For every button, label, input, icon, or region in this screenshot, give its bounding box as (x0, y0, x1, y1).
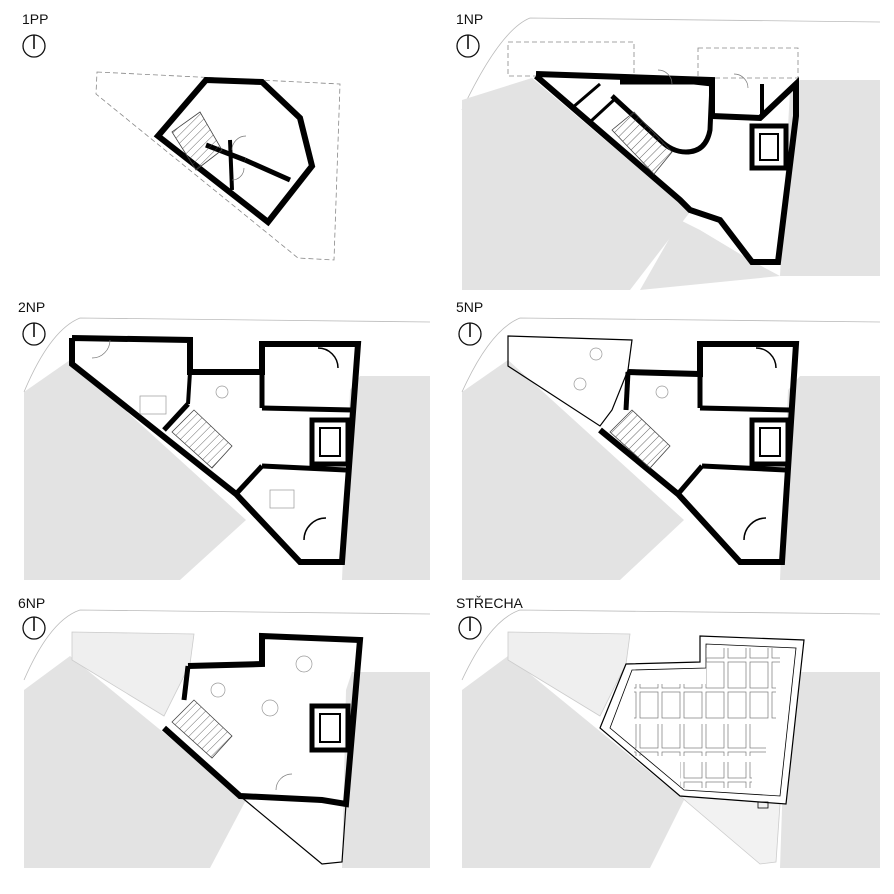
floor-2-walls (69, 335, 362, 565)
furniture-table (261, 699, 279, 717)
canopy-outline (697, 47, 799, 79)
roof-hatch (757, 801, 769, 809)
lower-roof (71, 631, 195, 717)
street-line (23, 317, 431, 393)
solar-panels (634, 724, 766, 756)
street-line (461, 17, 881, 111)
elevator-core (749, 417, 791, 467)
street-line (461, 317, 881, 393)
canopy-outline (507, 41, 635, 77)
neighbor-building (342, 376, 430, 580)
plan-6np: 6NP (18, 595, 431, 868)
elevator-core (309, 417, 351, 467)
door-swing (743, 517, 767, 541)
staircase (171, 699, 233, 759)
door-swing (303, 517, 327, 541)
north-arrow-icon (456, 34, 480, 58)
north-arrow-icon (22, 616, 46, 640)
interior-wall (186, 371, 192, 405)
basement-walls (153, 76, 316, 227)
lower-roof (678, 795, 781, 865)
street-line (461, 609, 881, 681)
furniture-bed (139, 395, 167, 415)
street-line (23, 609, 431, 681)
furniture-table (589, 347, 603, 361)
interior-wall (623, 371, 631, 411)
elevator-car (319, 713, 341, 743)
interior-wall (676, 464, 704, 496)
lower-roof (507, 631, 631, 717)
terrace-outline (238, 795, 347, 865)
plan-1np: 1NP (456, 11, 881, 290)
interior-wall (571, 82, 601, 110)
plan-strecha: STŘECHA (456, 595, 881, 868)
north-arrow-icon (22, 322, 46, 346)
plan-1pp: 1PP (22, 11, 341, 261)
furniture-table (210, 682, 226, 698)
staircase (171, 111, 223, 171)
north-arrow-icon (22, 34, 46, 58)
door-swing (317, 347, 339, 369)
interior-wall (701, 463, 787, 473)
plan-2np: 2NP (18, 299, 431, 580)
elevator-car (759, 427, 781, 457)
door-swing (657, 69, 673, 85)
furniture-bed (269, 489, 295, 509)
interior-wall (162, 402, 190, 432)
door-swing (275, 773, 293, 791)
furniture-table (573, 377, 587, 391)
plan-6np-label: 6NP (18, 595, 45, 611)
elevator-car (319, 427, 341, 457)
elevator-car (759, 133, 779, 161)
neighbor-building (462, 360, 684, 580)
solar-panels (680, 762, 752, 788)
door-swing (231, 135, 247, 151)
terrace-outline (507, 335, 633, 427)
neighbor-building (780, 80, 880, 276)
site-boundary (95, 71, 341, 261)
neighbor-building (780, 672, 880, 868)
interior-wall (234, 464, 264, 496)
neighbor-building (640, 220, 780, 290)
neighbor-building (342, 672, 430, 868)
door-swing (91, 339, 111, 359)
interior-wall (243, 157, 292, 183)
north-arrow-icon (458, 322, 482, 346)
staircase (611, 111, 673, 175)
furniture-table (295, 655, 313, 673)
interior-wall (228, 139, 234, 191)
plan-5np: 5NP (456, 299, 881, 580)
solar-panels (634, 684, 776, 720)
interior-wall (699, 405, 791, 413)
interior-wall (261, 405, 353, 413)
neighbor-building (462, 656, 684, 868)
door-swing (733, 73, 749, 89)
neighbor-building (24, 360, 246, 580)
furniture-table (655, 385, 669, 399)
neighbor-building (24, 656, 246, 868)
interior-wall (588, 96, 618, 124)
plan-5np-label: 5NP (456, 299, 483, 315)
plan-2np-label: 2NP (18, 299, 45, 315)
plan-1np-label: 1NP (456, 11, 483, 27)
elevator-core (749, 123, 789, 171)
solar-panels (706, 648, 780, 684)
plan-1pp-label: 1PP (22, 11, 48, 27)
door-swing (231, 167, 245, 181)
staircase (609, 409, 671, 469)
north-arrow-icon (458, 616, 482, 640)
furniture-table (215, 385, 229, 399)
neighbor-building (462, 78, 690, 290)
interior-wall (181, 665, 191, 701)
elevator-core (309, 703, 351, 753)
plan-strecha-label: STŘECHA (456, 595, 524, 611)
door-swing (755, 347, 777, 369)
floor-6-walls (161, 632, 364, 808)
interior-wall (261, 463, 347, 473)
neighbor-building (780, 376, 880, 580)
staircase (171, 409, 233, 469)
